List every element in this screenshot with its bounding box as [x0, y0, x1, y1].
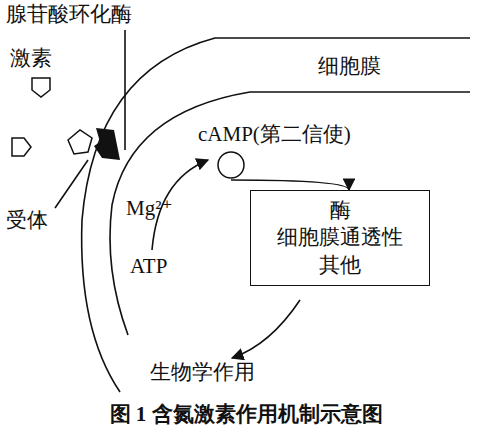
hormone-side — [12, 138, 31, 156]
ion-label: Mg²⁺ — [126, 196, 173, 220]
hormone-bound — [68, 130, 92, 154]
second-messenger: cAMP(第二信使) — [198, 120, 351, 180]
hormone-label: 激素 — [10, 46, 52, 70]
box-text: 酶 — [261, 197, 419, 224]
circle-outline — [218, 152, 244, 178]
effect-box: 酶细胞膜通透性其他 — [250, 190, 430, 286]
membrane-label: 细胞膜 — [318, 54, 381, 78]
membrane-outer — [82, 38, 470, 392]
receptor-label: 受体 — [6, 208, 48, 232]
box-text: 其他 — [261, 252, 419, 279]
box-text: 细胞膜通透性 — [261, 224, 419, 251]
receptor — [94, 128, 120, 160]
hormone-free — [32, 78, 50, 97]
node-label: cAMP(第二信使) — [198, 120, 351, 148]
caption: 图 1 含氮激素作用机制示意图 — [110, 402, 383, 426]
effect-arrow — [232, 300, 300, 358]
membrane-inner — [110, 92, 470, 335]
arrow-connector — [231, 180, 349, 190]
cyclase-pointer — [124, 30, 126, 150]
atp-label: ATP — [130, 254, 167, 278]
receptor-leader — [55, 160, 88, 208]
enzyme-label: 腺苷酸环化酶 — [6, 2, 132, 26]
effect-label: 生物学作用 — [150, 360, 255, 384]
circle-shape — [216, 150, 246, 180]
